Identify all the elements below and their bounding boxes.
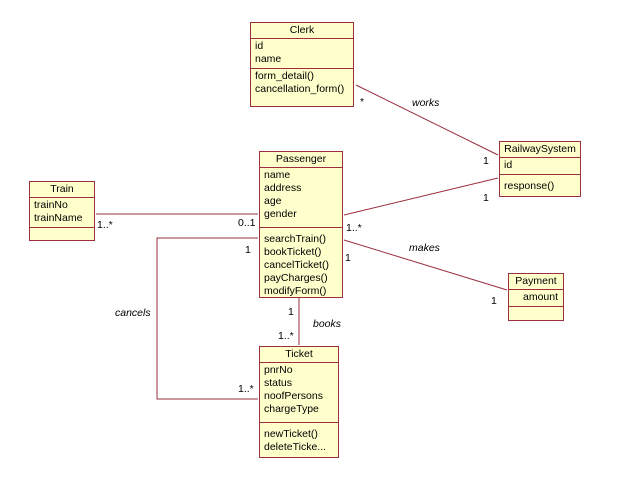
class-attribute: amount bbox=[523, 291, 559, 303]
class-operation: form_detail() bbox=[255, 70, 314, 82]
class-railway-system[interactable]: RailwaySystem id response() bbox=[499, 141, 581, 197]
class-attribute: name bbox=[255, 53, 282, 65]
class-clerk[interactable]: Clerk id name form_detail() cancellation… bbox=[250, 22, 354, 107]
class-payment-attributes: amount bbox=[509, 290, 563, 307]
class-attribute: id bbox=[504, 159, 513, 171]
class-railway-system-operations: response() bbox=[500, 175, 580, 195]
class-payment[interactable]: Payment amount bbox=[508, 273, 564, 321]
multiplicity-makes-payment: 1 bbox=[491, 295, 497, 307]
class-operation: searchTrain() bbox=[264, 233, 327, 245]
class-operation: payCharges() bbox=[264, 272, 328, 284]
multiplicity-train-passenger-passenger: 0..1 bbox=[238, 217, 256, 229]
class-clerk-operations: form_detail() cancellation_form() bbox=[251, 69, 353, 98]
multiplicity-cancels-passenger: 1 bbox=[245, 244, 251, 256]
multiplicity-works-clerk: * bbox=[360, 96, 365, 108]
class-clerk-attributes: id name bbox=[251, 39, 353, 69]
association-name-makes: makes bbox=[409, 242, 440, 254]
class-operation: newTicket() bbox=[264, 428, 318, 440]
passenger-system-association-line[interactable] bbox=[343, 177, 499, 216]
class-ticket[interactable]: Ticket pnrNo status noofPersons chargeTy… bbox=[259, 346, 339, 458]
class-train-name: Train bbox=[30, 182, 94, 198]
multiplicity-train-passenger-train: 1..* bbox=[97, 219, 113, 231]
class-passenger-name: Passenger bbox=[260, 152, 342, 168]
class-attribute: trainNo bbox=[34, 199, 68, 211]
class-operation: bookTicket() bbox=[264, 246, 322, 258]
makes-association-line[interactable] bbox=[343, 239, 508, 291]
class-ticket-operations: newTicket() deleteTicke... bbox=[260, 423, 338, 456]
class-payment-operations bbox=[509, 307, 563, 310]
multiplicity-books-passenger: 1 bbox=[288, 306, 294, 318]
class-attribute: id bbox=[255, 40, 264, 52]
class-train-operations bbox=[30, 228, 94, 231]
class-passenger[interactable]: Passenger name address age gender search… bbox=[259, 151, 343, 298]
works-association-line[interactable] bbox=[355, 84, 499, 156]
class-ticket-attributes: pnrNo status noofPersons chargeType bbox=[260, 363, 338, 423]
association-name-books: books bbox=[313, 318, 342, 330]
multiplicity-cancels-ticket: 1..* bbox=[238, 383, 254, 395]
class-operation: response() bbox=[504, 180, 555, 192]
class-payment-name: Payment bbox=[509, 274, 563, 290]
cancels-association-line[interactable] bbox=[156, 237, 258, 400]
class-attribute: status bbox=[264, 377, 293, 389]
multiplicity-books-ticket: 1..* bbox=[278, 330, 294, 342]
class-attribute: name bbox=[264, 169, 291, 181]
class-clerk-name: Clerk bbox=[251, 23, 353, 39]
class-railway-system-name: RailwaySystem bbox=[500, 142, 580, 158]
multiplicity-makes-passenger: 1 bbox=[345, 252, 351, 264]
class-train[interactable]: Train trainNo trainName bbox=[29, 181, 95, 241]
multiplicity-passenger-system-passenger: 1..* bbox=[346, 222, 362, 234]
class-operation: cancellation_form() bbox=[255, 83, 345, 95]
multiplicity-works-system: 1 bbox=[483, 155, 489, 167]
multiplicity-passenger-system-system: 1 bbox=[483, 192, 489, 204]
class-attribute: age bbox=[264, 195, 282, 207]
association-name-cancels: cancels bbox=[115, 307, 151, 319]
class-operation: modifyForm() bbox=[264, 285, 327, 297]
class-attribute: gender bbox=[264, 208, 297, 220]
class-railway-system-attributes: id bbox=[500, 158, 580, 175]
class-attribute: trainName bbox=[34, 212, 83, 224]
class-passenger-operations: searchTrain() bookTicket() cancelTicket(… bbox=[260, 228, 342, 300]
class-attribute: chargeType bbox=[264, 403, 319, 415]
class-attribute: pnrNo bbox=[264, 364, 293, 376]
class-operation: cancelTicket() bbox=[264, 259, 329, 271]
class-passenger-attributes: name address age gender bbox=[260, 168, 342, 228]
class-attribute: noofPersons bbox=[264, 390, 323, 402]
class-train-attributes: trainNo trainName bbox=[30, 198, 94, 228]
class-ticket-name: Ticket bbox=[260, 347, 338, 363]
association-name-works: works bbox=[412, 97, 440, 109]
class-attribute: address bbox=[264, 182, 302, 194]
class-operation: deleteTicke... bbox=[264, 441, 327, 453]
